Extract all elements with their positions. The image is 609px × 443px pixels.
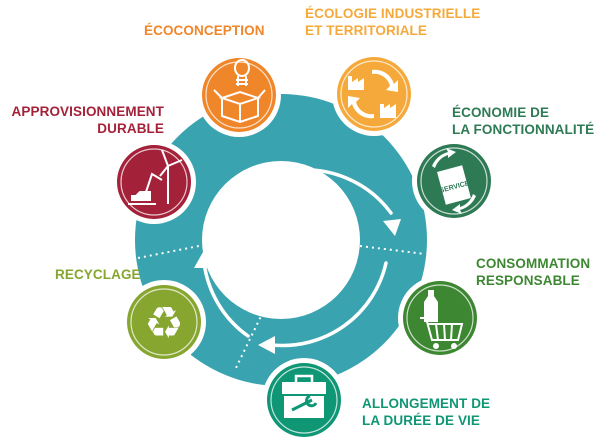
label-economie-line-2: LA FONCTIONNALITÉ	[452, 122, 595, 137]
label-ecologie-line-1: ÉCOLOGIE INDUSTRIELLE	[305, 6, 481, 21]
node-ecologie-industrielle	[332, 52, 416, 136]
label-allongement: ALLONGEMENT DE LA DURÉE DE VIE	[362, 395, 490, 429]
node-ecoconception	[197, 53, 281, 137]
wind-turbine-excavator-icon	[128, 149, 183, 205]
ring-hole	[202, 161, 360, 319]
label-allongement-line-2: LA DURÉE DE VIE	[362, 413, 481, 428]
label-recyclage: RECYCLAGE	[55, 266, 141, 283]
label-ecoconception-line-1: ÉCOCONCEPTION	[144, 23, 265, 38]
flow-arrow-top	[204, 168, 393, 242]
node-allongement	[262, 358, 346, 442]
label-consommation-responsable: CONSOMMATION RESPONSABLE	[476, 255, 590, 289]
label-ecoconception: ÉCOCONCEPTION	[144, 22, 265, 39]
flow-arrows	[202, 168, 393, 348]
label-consommation-line-1: CONSOMMATION	[476, 256, 591, 271]
label-ecologie-industrielle: ÉCOLOGIE INDUSTRIELLE ET TERRITORIALE	[305, 5, 480, 39]
label-recyclage-line-1: RECYCLAGE	[55, 267, 141, 282]
flow-arrow-bottom	[270, 261, 388, 348]
arrowhead-left	[194, 252, 213, 268]
arrowhead-right	[383, 219, 401, 236]
recycle-icon: ♻	[144, 298, 183, 349]
arrowheads	[194, 219, 401, 354]
lightbulb-box-icon	[213, 59, 266, 124]
node-consommation-responsable	[398, 276, 482, 360]
separator-left	[137, 245, 200, 259]
flow-arrow-left	[202, 260, 250, 338]
service-exchange-icon: SERVICE	[432, 148, 476, 214]
label-ecologie-line-2: ET TERRITORIALE	[305, 23, 428, 38]
label-approvisionnement-line-1: APPROVISIONNEMENT	[11, 104, 164, 119]
label-economie-line-1: ÉCONOMIE DE	[452, 105, 550, 120]
node-approvisionnement	[112, 140, 196, 224]
node-economie-fonctionnalite: SERVICE	[412, 139, 496, 223]
factories-cycle-icon	[348, 69, 398, 119]
label-consommation-line-2: RESPONSABLE	[476, 273, 580, 288]
label-allongement-line-1: ALLONGEMENT DE	[362, 396, 491, 411]
arrowhead-bottom	[258, 336, 275, 354]
toolbox-icon	[282, 374, 326, 418]
label-economie-fonctionnalite: ÉCONOMIE DE LA FONCTIONNALITÉ	[452, 104, 594, 138]
label-approvisionnement-line-2: DURABLE	[97, 121, 164, 136]
label-approvisionnement: APPROVISIONNEMENT DURABLE	[8, 103, 164, 137]
separator-right	[359, 245, 426, 255]
bottle-cart-icon	[420, 290, 464, 349]
node-recyclage: ♻	[122, 280, 206, 364]
